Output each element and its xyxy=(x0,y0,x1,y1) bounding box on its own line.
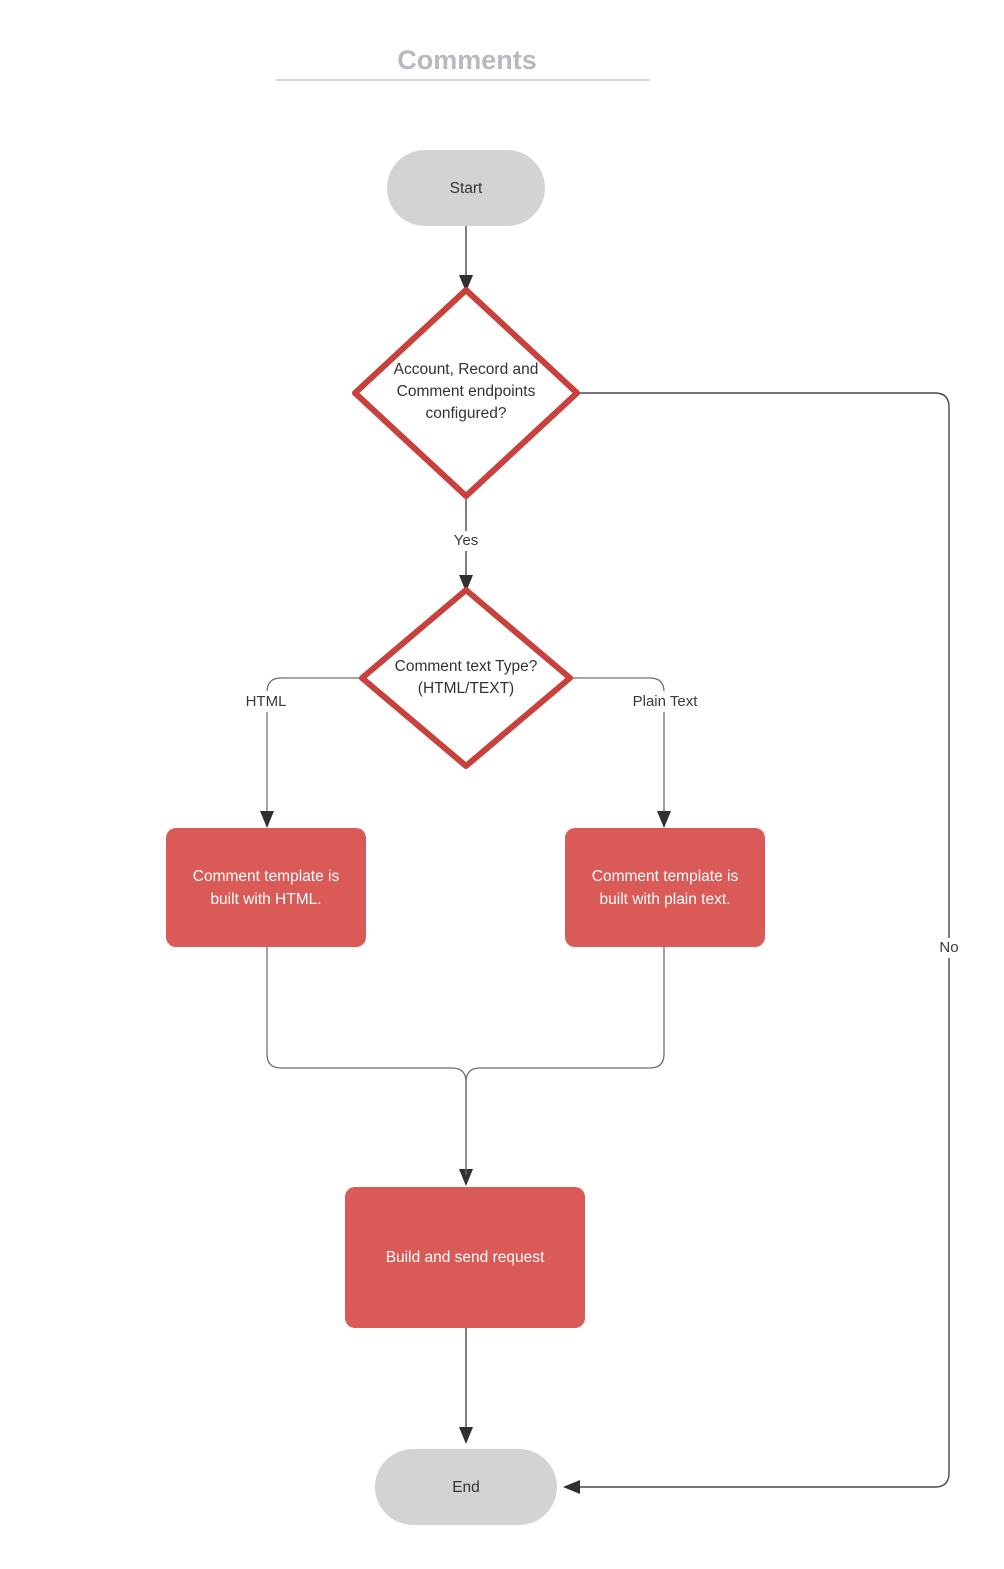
node-process-plaintext-template[interactable]: Comment template is built with plain tex… xyxy=(565,828,765,947)
edge-build-send-to-end xyxy=(459,1328,473,1444)
edge-label-no: No xyxy=(939,939,958,956)
edge-decision1-to-end-no: No xyxy=(563,392,966,1494)
decision1-shape[interactable] xyxy=(352,287,580,499)
edge-label-plain-text: Plain Text xyxy=(633,693,699,710)
build-send-label: Build and send request xyxy=(386,1249,545,1266)
text-box-label-line1: Comment template is xyxy=(592,868,739,885)
node-start[interactable]: Start xyxy=(387,150,545,226)
edge-start-to-decision1 xyxy=(459,224,473,292)
text-box-shape[interactable] xyxy=(565,828,765,947)
node-process-html-template[interactable]: Comment template is built with HTML. xyxy=(166,828,366,947)
edge-decision2-to-text-box: Plain Text xyxy=(572,677,710,828)
node-end[interactable]: End xyxy=(375,1449,557,1525)
edge-label-yes: Yes xyxy=(454,532,478,549)
decision2-shape[interactable] xyxy=(359,587,573,769)
html-box-label-line2: built with HTML. xyxy=(210,891,321,908)
edge-text-box-to-merge xyxy=(465,947,665,1175)
decision2-label-line2: (HTML/TEXT) xyxy=(418,680,514,697)
start-shape[interactable] xyxy=(387,150,545,226)
node-decision-comment-text-type[interactable]: Comment text Type? (HTML/TEXT) xyxy=(359,587,573,769)
node-decision-endpoints-configured[interactable]: Account, Record and Comment endpoints co… xyxy=(352,287,580,499)
start-label: Start xyxy=(450,180,483,197)
edge-label-backing-plain-text xyxy=(620,691,710,712)
node-process-build-send-request[interactable]: Build and send request xyxy=(345,1187,585,1328)
html-box-label-line1: Comment template is xyxy=(193,868,340,885)
edge-label-backing-html xyxy=(238,691,296,712)
end-label: End xyxy=(452,1479,480,1496)
edge-label-html: HTML xyxy=(246,693,287,710)
edge-decision2-to-html-box: HTML xyxy=(238,677,360,828)
edge-html-box-to-merge xyxy=(266,947,473,1186)
edge-decision1-to-decision2: Yes xyxy=(448,497,485,592)
page-title: Comments xyxy=(397,45,537,75)
end-shape[interactable] xyxy=(375,1449,557,1525)
text-box-label-line2: built with plain text. xyxy=(600,891,731,908)
decision2-label-line1: Comment text Type? xyxy=(395,658,538,675)
edge-label-backing-no xyxy=(932,938,966,958)
build-send-shape[interactable] xyxy=(345,1187,585,1328)
decision1-label-line3: configured? xyxy=(425,405,506,422)
edge-label-backing-yes xyxy=(448,531,485,551)
decision1-label-line2: Comment endpoints xyxy=(397,383,536,400)
html-box-shape[interactable] xyxy=(166,828,366,947)
decision1-label-line1: Account, Record and xyxy=(394,361,539,378)
